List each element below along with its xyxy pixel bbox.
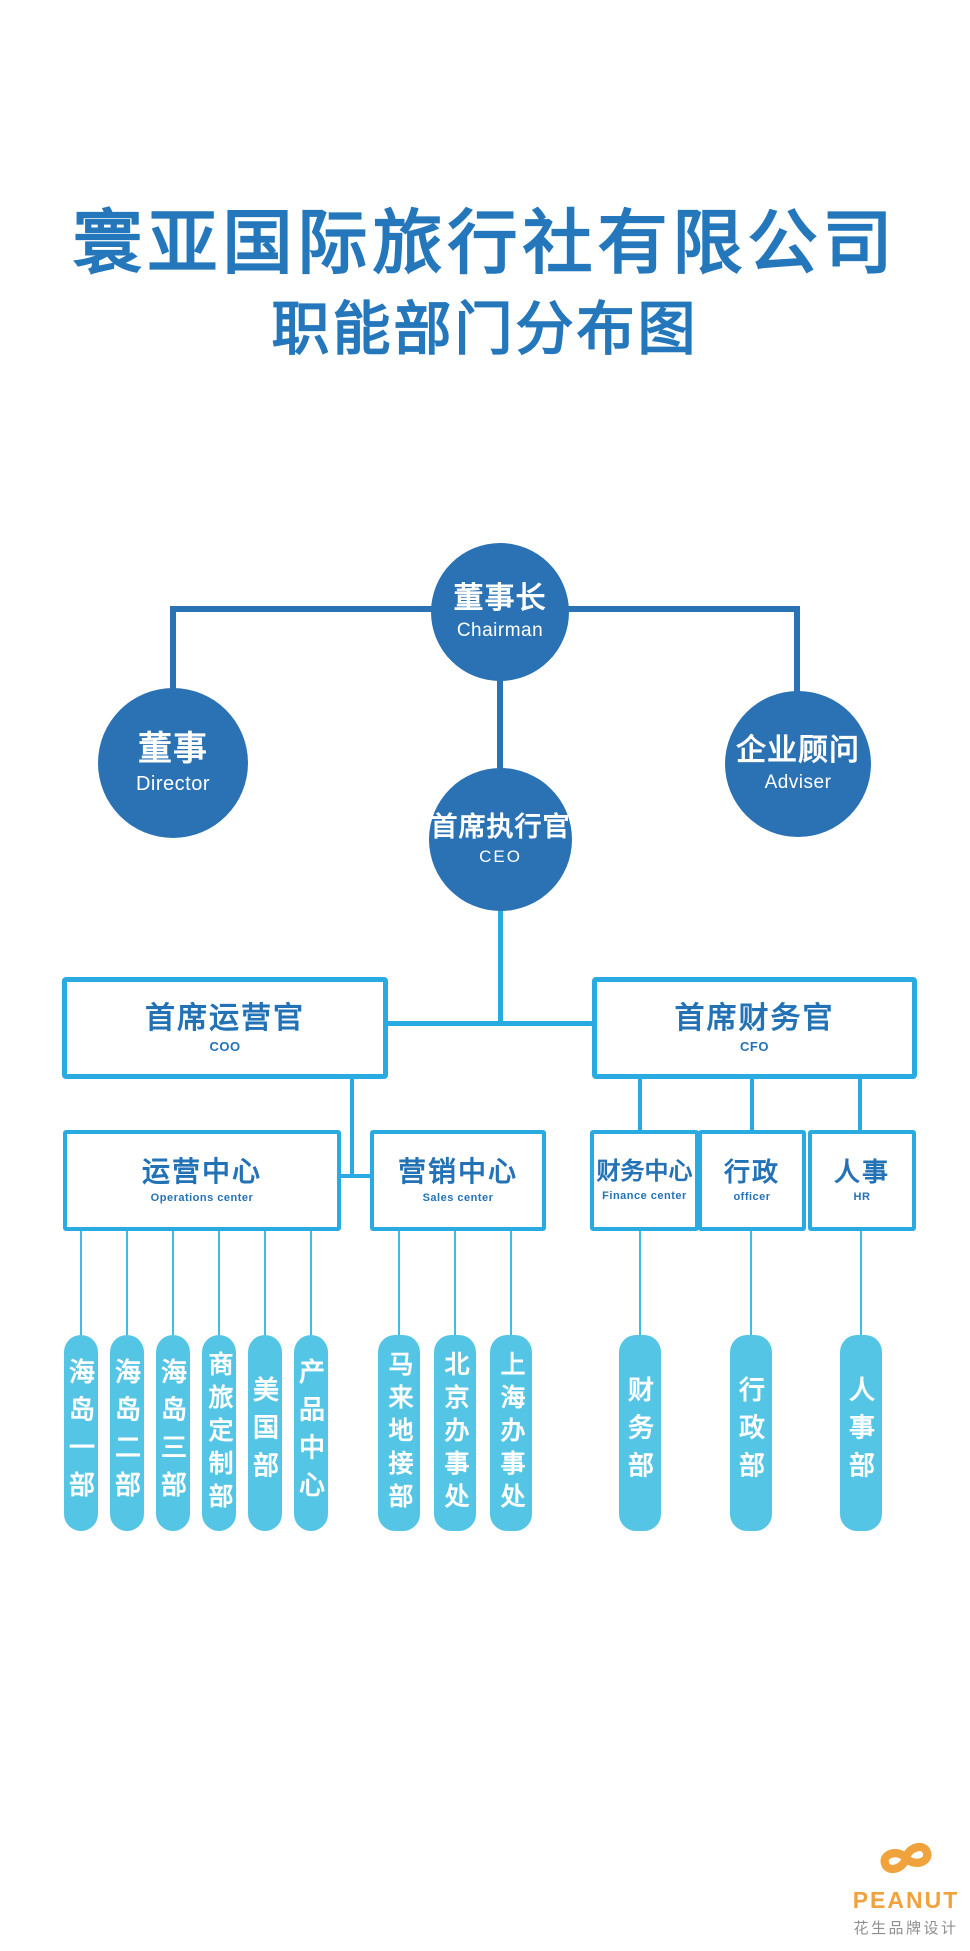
connector-pill-5: [264, 1223, 266, 1335]
node-director: 董事 Director: [98, 688, 248, 838]
node-admin-office: 行政 officer: [698, 1130, 806, 1231]
node-sales-center: 营销中心 Sales center: [370, 1130, 546, 1231]
connector-pill-10: [639, 1223, 641, 1335]
pill-sales-dept-2: 北京办事处: [434, 1335, 476, 1531]
pill-sales-dept-1: 马来地接部: [378, 1335, 420, 1531]
connector-cfo-admin: [750, 1069, 754, 1130]
director-label-zh: 董事: [138, 730, 208, 769]
pill-operations-dept-4: 商旅定制部: [202, 1335, 236, 1531]
page-title: 寰亚国际旅行社有限公司 职能部门分布图: [0, 205, 970, 362]
finance-label-en: Finance center: [602, 1189, 687, 1202]
pill-hr-dept: 人事部: [840, 1335, 882, 1531]
cfo-label-en: CFO: [740, 1039, 769, 1054]
sales-label-zh: 营销中心: [397, 1156, 518, 1188]
operations-label-zh: 运营中心: [141, 1156, 262, 1188]
title-line-2: 职能部门分布图: [271, 297, 699, 362]
connector-coo-cfo-horizontal: [378, 1021, 593, 1026]
peanut-infinity-icon: [876, 1836, 936, 1885]
pill-finance-dept: 财务部: [619, 1335, 661, 1531]
node-hr-office: 人事 HR: [808, 1130, 916, 1231]
connector-pill-8: [454, 1223, 456, 1335]
connector-pill-2: [126, 1223, 128, 1335]
chairman-label-zh: 董事长: [453, 582, 547, 616]
pill-sales-dept-3: 上海办事处: [490, 1335, 532, 1531]
connector-cfo-finance: [638, 1069, 642, 1130]
node-adviser: 企业顾问 Adviser: [725, 691, 871, 837]
connector-pill-11: [750, 1223, 752, 1335]
logo-tagline-text: 花生品牌设计: [853, 1920, 959, 1937]
ceo-label-zh: 首席执行官: [430, 812, 571, 843]
connector-chairman-ceo: [497, 620, 503, 772]
connector-coo-drop: [350, 1069, 354, 1176]
pill-operations-dept-1: 海岛一部: [64, 1335, 98, 1531]
operations-label-en: Operations center: [150, 1191, 254, 1204]
cfo-label-zh: 首席财务官: [674, 1002, 835, 1035]
node-operations-center: 运营中心 Operations center: [63, 1130, 341, 1231]
connector-pill-3: [172, 1223, 174, 1335]
hr-label-en: HR: [853, 1190, 871, 1203]
node-ceo: 首席执行官 CEO: [429, 768, 572, 911]
pill-admin-dept: 行政部: [730, 1335, 772, 1531]
coo-label-zh: 首席运营官: [145, 1002, 305, 1035]
connector-pill-7: [398, 1223, 400, 1335]
connector-cfo-hr: [858, 1069, 862, 1130]
admin-label-en: officer: [733, 1190, 771, 1203]
footer-logo: PEANUT 花生品牌设计: [846, 1836, 966, 1938]
hr-label-zh: 人事: [833, 1157, 890, 1188]
finance-label-zh: 财务中心: [596, 1158, 693, 1186]
chairman-label-en: Chairman: [456, 619, 544, 641]
node-coo: 首席运营官 COO: [62, 977, 388, 1079]
connector-pill-1: [80, 1223, 82, 1335]
connector-director-drop: [170, 606, 176, 692]
sales-label-en: Sales center: [422, 1191, 494, 1204]
connector-pill-4: [218, 1223, 220, 1335]
connector-pill-9: [510, 1223, 512, 1335]
pill-operations-dept-5: 美国部: [248, 1335, 282, 1531]
admin-label-zh: 行政: [723, 1157, 780, 1188]
adviser-label-en: Adviser: [764, 771, 832, 793]
connector-pill-6: [310, 1223, 312, 1335]
connector-pill-12: [860, 1223, 862, 1335]
node-cfo: 首席财务官 CFO: [592, 977, 917, 1079]
connector-operations-sales-tee: [333, 1174, 370, 1178]
pill-operations-dept-6: 产品中心: [294, 1335, 328, 1531]
node-finance-center: 财务中心 Finance center: [590, 1130, 699, 1231]
title-line-1: 寰亚国际旅行社有限公司: [72, 204, 898, 282]
pill-operations-dept-2: 海岛二部: [110, 1335, 144, 1531]
coo-label-en: COO: [209, 1039, 241, 1054]
connector-adviser-drop: [794, 606, 800, 696]
node-chairman: 董事长 Chairman: [431, 543, 569, 681]
pill-operations-dept-3: 海岛三部: [156, 1335, 190, 1531]
logo-brand-text: PEANUT: [852, 1887, 960, 1913]
connector-ceo-drop: [498, 908, 503, 1024]
adviser-label-zh: 企业顾问: [736, 734, 860, 768]
director-label-en: Director: [135, 772, 210, 795]
ceo-label-en: CEO: [479, 846, 522, 866]
